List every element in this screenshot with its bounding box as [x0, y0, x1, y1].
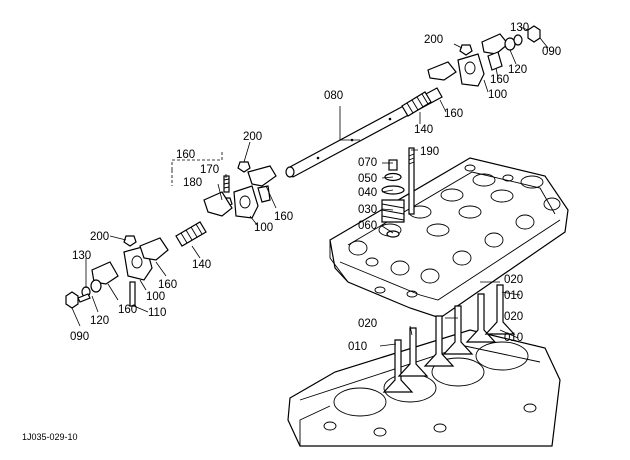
label-160-left-a: 160 [158, 279, 177, 291]
label-080: 080 [324, 90, 343, 102]
label-160-top-b: 160 [444, 108, 463, 120]
label-010-c: 010 [348, 341, 367, 353]
label-200-left: 200 [90, 231, 109, 243]
label-100-left: 100 [146, 291, 165, 303]
valve-spring-stack [381, 147, 415, 238]
label-200-top: 200 [424, 34, 443, 46]
label-160-top-a: 160 [490, 74, 509, 86]
label-160-group: 160 [176, 149, 195, 161]
label-090-top: 090 [542, 46, 561, 58]
label-130-left: 130 [72, 250, 91, 262]
valves [382, 284, 516, 393]
label-160-mid: 160 [274, 211, 293, 223]
label-060: 060 [358, 220, 377, 232]
label-170: 170 [200, 164, 219, 176]
document-code: 1J035-029-10 [22, 432, 78, 442]
label-120-left: 120 [90, 315, 109, 327]
part-labels: 080 130 090 200 120 160 100 160 140 190 … [70, 22, 561, 353]
label-180: 180 [183, 177, 202, 189]
engine-block [287, 329, 561, 447]
label-190: 190 [420, 146, 439, 158]
label-010-b: 010 [504, 332, 523, 344]
label-070: 070 [358, 157, 377, 169]
label-020-b: 020 [504, 311, 523, 323]
label-130-top: 130 [510, 22, 529, 34]
label-200-mid: 200 [243, 131, 262, 143]
rocker-assembly-left [65, 235, 169, 309]
label-020-c: 020 [358, 318, 377, 330]
rocker-assembly-middle [171, 150, 277, 247]
rocker-shaft [285, 87, 443, 178]
label-100-mid: 100 [254, 222, 273, 234]
label-120-top: 120 [508, 64, 527, 76]
label-110: 110 [148, 307, 166, 319]
label-050: 050 [358, 173, 377, 185]
label-100-top: 100 [488, 89, 507, 101]
label-030: 030 [358, 204, 377, 216]
label-040: 040 [358, 187, 377, 199]
rocker-assembly-upper [401, 25, 541, 117]
label-140-left: 140 [192, 259, 211, 271]
label-140-right: 140 [414, 124, 433, 136]
label-090-left: 090 [70, 331, 89, 343]
label-160-left-b: 160 [118, 304, 137, 316]
label-010-a: 010 [504, 290, 523, 302]
label-020-a: 020 [504, 274, 523, 286]
leader-lines [71, 26, 549, 347]
